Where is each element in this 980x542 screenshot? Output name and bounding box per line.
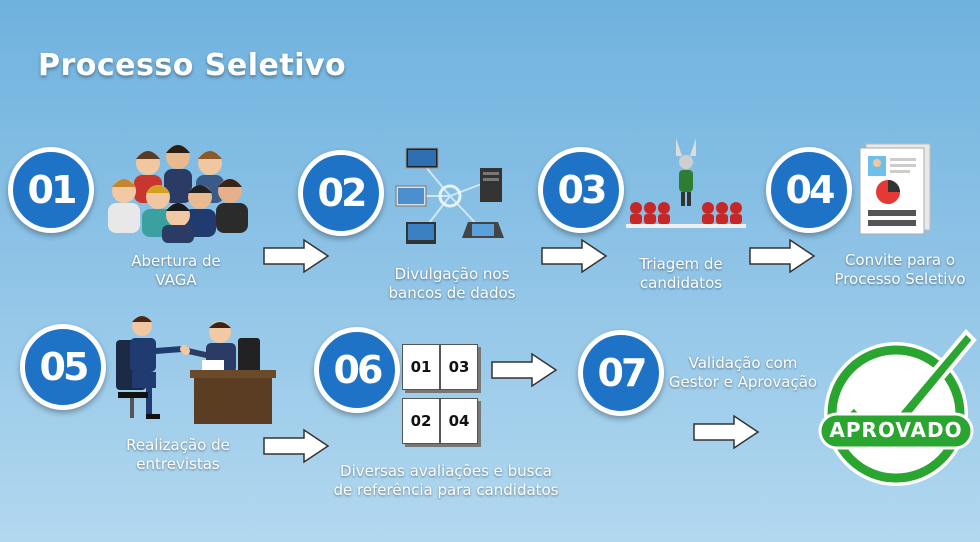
network-devices-icon (395, 147, 504, 244)
step-03-label-line1: Triagem de (639, 255, 723, 273)
arrow-right-icon (263, 428, 330, 464)
step-01-label-line2: VAGA (155, 271, 197, 289)
step-05-label: Realização de entrevistas (98, 436, 258, 474)
step-01-badge: 01 (8, 147, 94, 233)
step-02-label-line2: bancos de dados (388, 284, 516, 302)
step-01-label: Abertura de VAGA (96, 252, 256, 290)
evaluation-tile: 02 (402, 398, 440, 444)
candidate-selection-icon (626, 138, 746, 228)
step-04-label-line1: Convite para o (844, 251, 956, 269)
evaluation-tile: 03 (440, 344, 478, 390)
document-icon (859, 143, 931, 235)
evaluation-tile: 01 (402, 344, 440, 390)
step-07-badge: 07 (578, 330, 664, 416)
step-05-label-line1: Realização de (126, 436, 230, 454)
arrow-right-icon (263, 238, 330, 274)
step-06-label: Diversas avaliações e busca de referênci… (326, 462, 566, 500)
step-04-label: Convite para o Processo Seletivo (820, 251, 980, 289)
arrow-right-icon (541, 238, 608, 274)
evaluation-tile: 04 (440, 398, 478, 444)
step-06-label-line1: Diversas avaliações e busca (340, 462, 552, 480)
arrow-right-icon (491, 352, 558, 388)
step-01-label-line1: Abertura de (131, 252, 221, 270)
arrow-right-icon (693, 414, 760, 450)
step-07-label-line2: Gestor e Aprovação (668, 373, 818, 391)
arrow-right-icon (749, 238, 816, 274)
approved-stamp-text: APROVADO (829, 418, 963, 442)
step-07-label-line1: Validação com (688, 354, 798, 372)
page-title: Processo Seletivo (38, 48, 347, 83)
step-03-label: Triagem de candidatos (604, 255, 758, 293)
step-05-label-line2: entrevistas (136, 455, 220, 473)
step-05-badge: 05 (20, 324, 106, 410)
step-07-label: Validação com Gestor e Aprovação (660, 354, 826, 392)
step-06-label-line2: de referência para candidatos (333, 481, 559, 499)
step-04-label-line2: Processo Seletivo (834, 270, 966, 288)
step-03-label-line2: candidatos (639, 274, 723, 292)
step-02-label-line1: Divulgação nos (394, 265, 510, 283)
team-icon (108, 145, 248, 243)
step-04-badge: 04 (766, 147, 852, 233)
step-06-badge: 06 (314, 327, 400, 413)
step-03-badge: 03 (538, 147, 624, 233)
step-02-badge: 02 (298, 150, 384, 236)
approved-stamp-icon: APROVADO (816, 326, 978, 490)
interview-icon (116, 316, 276, 424)
step-02-label: Divulgação nos bancos de dados (372, 265, 532, 303)
